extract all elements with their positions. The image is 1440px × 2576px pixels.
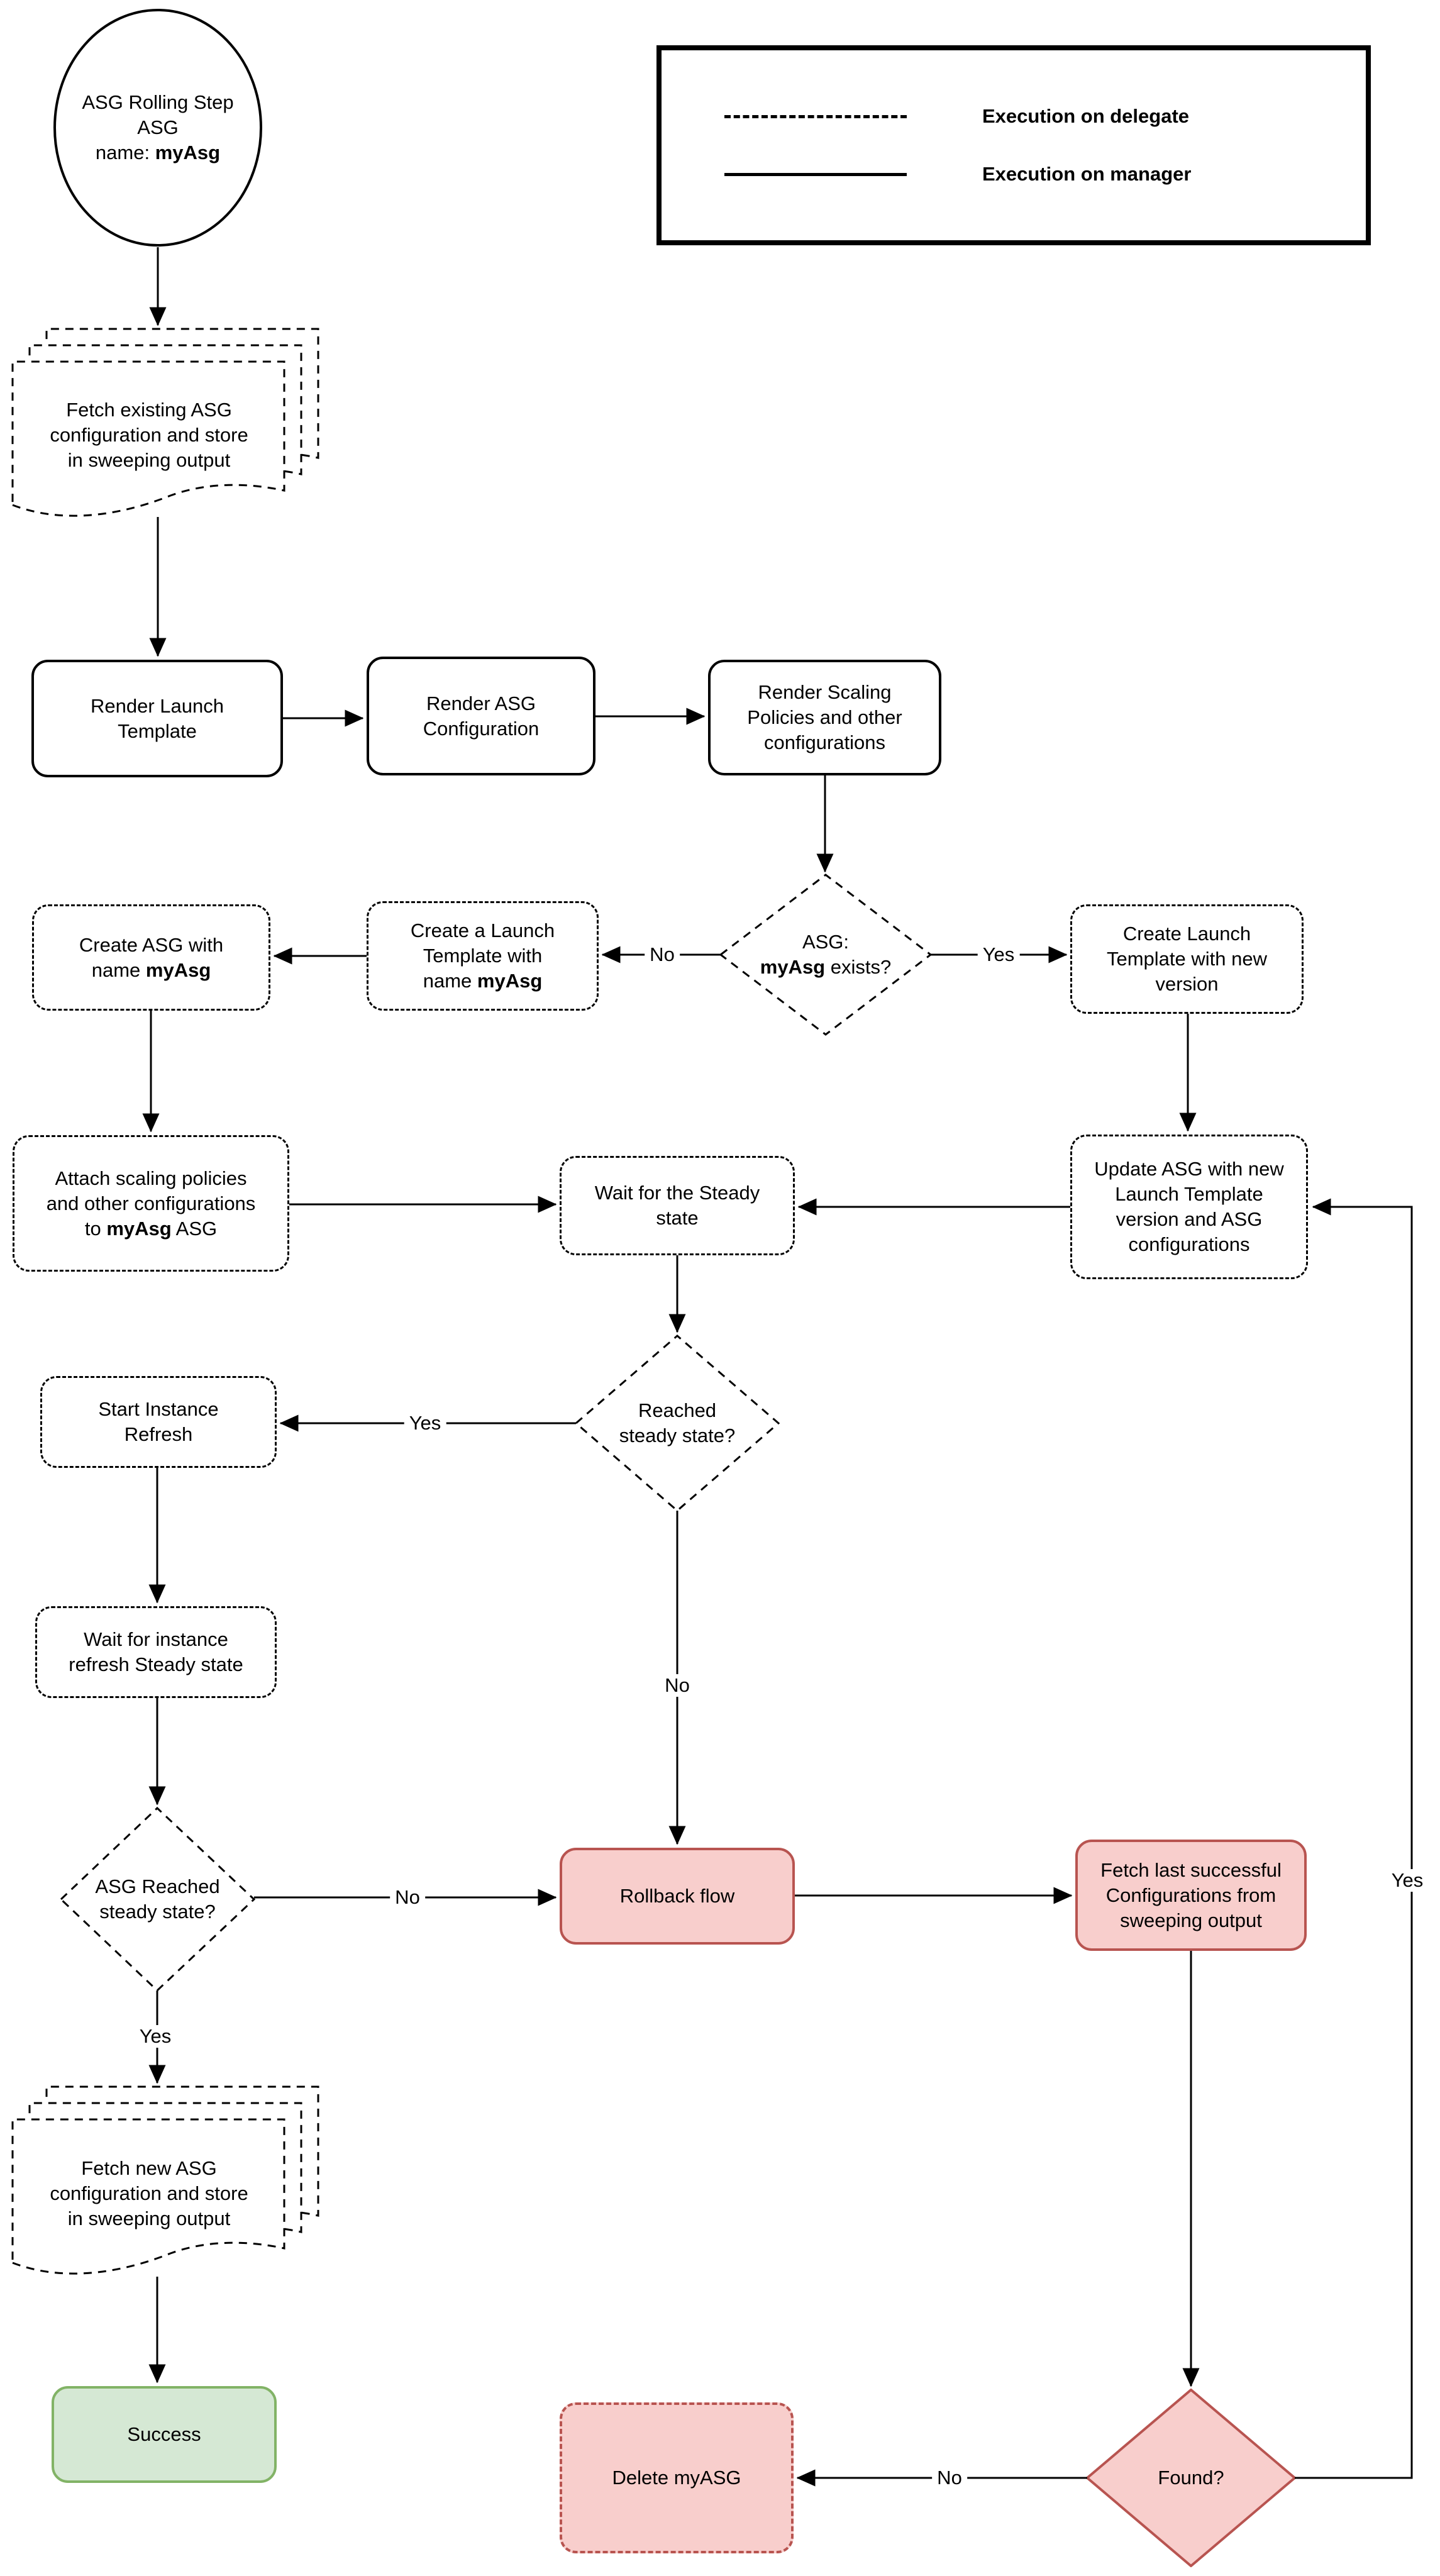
dashed-line-icon [724,114,907,118]
label-found-no: No [932,2467,967,2489]
fetch-new-config-docs-shape [11,2085,319,2275]
legend-delegate-label: Execution on delegate [982,105,1190,127]
delete-myasg-node: Delete myASG [560,2402,794,2553]
wait-steady-state-node: Wait for the Steady state [560,1156,795,1255]
fetch-last-config-node: Fetch last successful Configurations fro… [1075,1840,1307,1951]
reached-steady-diamond-node: Reached steady state? [619,1399,736,1446]
reached-steady-diamond-shape [574,1335,780,1512]
label-found-yes: Yes [1386,1869,1429,1892]
create-launch-template-myasg-node: Create a Launch Template with name myAsg [367,901,599,1011]
legend-row-delegate: Execution on delegate [724,105,1366,128]
fetch-existing-config-node: Fetch existing ASG configuration and sto… [50,399,248,471]
start-instance-refresh-node: Start Instance Refresh [40,1376,277,1468]
attach-scaling-policies-node: Attach scaling policies and other config… [13,1135,289,1272]
node-line: ASG Rolling Step [82,91,234,113]
label-reached-steady-yes: Yes [404,1412,446,1435]
node-line: name: myAsg [95,142,221,164]
fetch-existing-config-docs-shape [11,328,319,517]
asg-reached-diamond-node: ASG Reached steady state? [95,1875,220,1923]
wait-instance-refresh-node: Wait for instance refresh Steady state [35,1606,277,1698]
label-asg-reached-no: No [390,1886,425,1909]
fetch-new-config-node: Fetch new ASG configuration and store in… [50,2157,248,2229]
asg-exists-diamond-node: ASG: myAsg exists? [760,931,892,978]
label-asg-exists-yes: Yes [977,943,1020,966]
create-launch-template-new-node: Create Launch Template with new version [1070,904,1304,1014]
render-asg-config-node: Render ASG Configuration [367,657,595,775]
arrow [1295,1198,1413,2479]
node-line: ASG [137,116,179,138]
update-asg-node: Update ASG with new Launch Template vers… [1070,1135,1308,1279]
start-node: ASG Rolling Step ASG name: myAsg [57,85,259,170]
found-diamond-node: Found? [1158,2467,1224,2489]
label-reached-steady-no: No [660,1674,695,1697]
arrow-group [142,247,1413,2487]
legend-manager-label: Execution on manager [982,163,1192,185]
render-launch-template-node: Render Launch Template [31,660,283,777]
legend: Execution on delegate Execution on manag… [656,45,1371,245]
asg-reached-diamond-shape [59,1806,256,1992]
solid-line-icon [724,172,907,176]
start-circle-shape [53,9,262,247]
rollback-flow-node: Rollback flow [560,1848,795,1945]
label-asg-reached-yes: Yes [134,2025,177,2048]
create-asg-node: Create ASG with name myAsg [32,904,270,1011]
success-node: Success [52,2386,277,2483]
legend-row-manager: Execution on manager [724,163,1366,186]
label-asg-exists-no: No [645,943,680,966]
render-scaling-policies-node: Render Scaling Policies and other config… [708,660,941,775]
